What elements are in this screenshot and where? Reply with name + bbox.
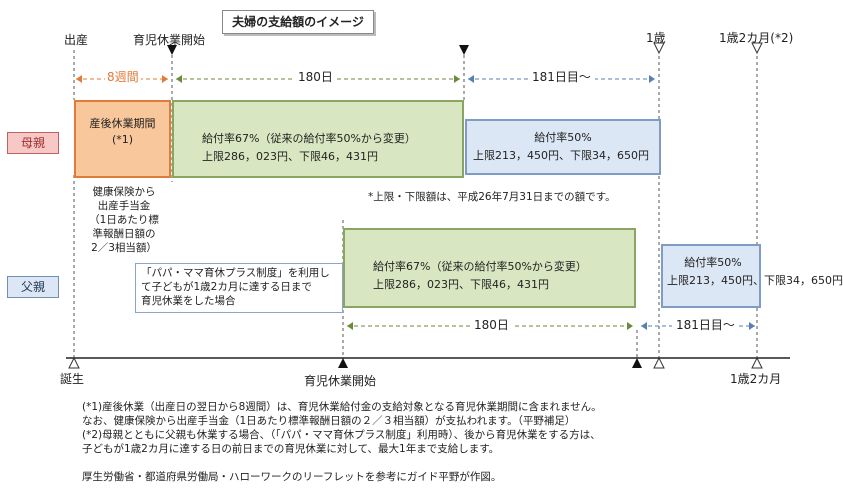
- papa-mama-line: 「パパ・ママ育休プラス制度」を利用し: [141, 267, 330, 279]
- span-8weeks: 8週間: [105, 70, 141, 84]
- marker-birth-bottom: 誕生: [60, 372, 85, 386]
- health-line: 2／3相当額）: [91, 242, 157, 254]
- mother-limits67: 上限286，023円、下限46，431円: [202, 150, 378, 163]
- footnote-line: (*2)母親とともに父親も休業する場合、（「パパ・ママ育休プラス制度」利用時）、…: [82, 429, 601, 441]
- footnotes: (*1)産後休業（出産日の翌日から8週間）は、育児休業給付金の支給対象となる育児…: [82, 400, 602, 456]
- age1-marker-bottom: [653, 356, 665, 369]
- marker-birth-top: 出産: [64, 33, 89, 47]
- health-line: 健康保険から: [92, 186, 156, 198]
- health-line: （1日あたり標: [89, 214, 159, 226]
- father-day180-marker: [632, 358, 642, 368]
- mother-limits50: 上限213，450円、下限34，650円: [473, 149, 649, 162]
- father-rate67-box: 給付率67%（従来の給付率50%から変更） 上限286，023円、下限46，43…: [343, 228, 636, 308]
- span-day181-father: 181日目～: [672, 318, 739, 332]
- marker-age1: 1歳: [646, 31, 666, 45]
- father-rate50-box: 給付率50% 上限213，450円、下限34，650円: [661, 244, 843, 308]
- source-note: 厚生労働省・都道府県労働局・ハローワークのリーフレットを参考にガイド平野が作図。: [82, 471, 502, 483]
- mother-rate67-box: 給付率67%（従来の給付率50%から変更） 上限286，023円、下限46，43…: [172, 100, 464, 178]
- health-insurance-note: 健康保険から 出産手当金 （1日あたり標 準報酬日額の 2／3相当額）: [76, 185, 172, 255]
- day180-marker-top: [459, 45, 469, 55]
- birth-marker-bottom: [68, 356, 80, 369]
- mother-rate50-label: 給付率50%: [534, 131, 592, 144]
- mother-rate67-label: 給付率67%（従来の給付率50%から変更）: [202, 132, 416, 145]
- footnote-line: (*1)産後休業（出産日の翌日から8週間）は、育児休業給付金の支給対象となる育児…: [82, 401, 602, 413]
- footnote-line: なお、健康保険から出産手当金（1日あたり標準報酬日額の２／３相当額）が支払われま…: [82, 415, 576, 427]
- span-180days-top: 180日: [294, 70, 337, 84]
- marker-age1-2m-top: 1歳2カ月(*2): [719, 31, 794, 45]
- postpartum-leave-note: (*1): [111, 133, 134, 146]
- limit-date-note: *上限・下限額は、平成26年7月31日までの額です。: [368, 191, 616, 203]
- father-leave-start-marker: [338, 358, 348, 368]
- father-rate67-label: 給付率67%（従来の給付率50%から変更）: [373, 260, 587, 273]
- marker-age1-2m-bottom: 1歳2カ月: [730, 372, 782, 386]
- marker-leave-start-bottom: 育児休業開始: [304, 374, 377, 388]
- span-day181-top: 181日目～: [528, 70, 595, 84]
- papa-mama-line: て子どもが1歳2カ月に達する日まで: [141, 281, 312, 293]
- papa-mama-plus-note: 「パパ・ママ育休プラス制度」を利用し て子どもが1歳2カ月に達する日まで 育児休…: [135, 263, 343, 313]
- father-limits67: 上限286，023円、下限46，431円: [373, 278, 549, 291]
- postpartum-leave-title: 産後休業期間: [89, 117, 156, 130]
- diagram-title: 夫婦の支給額のイメージ: [222, 10, 374, 34]
- papa-mama-line: 育児休業をした場合: [141, 295, 236, 307]
- age1-2m-marker-bottom: [751, 356, 763, 369]
- span-180days-father: 180日: [470, 318, 513, 332]
- marker-leave-start-top: 育児休業開始: [133, 33, 206, 47]
- row-label-father: 父親: [7, 276, 59, 298]
- postpartum-leave-box: 産後休業期間 (*1): [74, 100, 171, 178]
- mother-rate50-box: 給付率50% 上限213，450円、下限34，650円: [465, 119, 661, 175]
- health-line: 出産手当金: [97, 200, 151, 212]
- health-line: 準報酬日額の: [92, 228, 156, 240]
- age1-marker-top: [653, 42, 665, 55]
- footnote-line: 子どもが1歳2カ月に達する日の前日までの育児休業に対して、最大1年まで支給します…: [82, 443, 500, 455]
- row-label-mother: 母親: [7, 132, 59, 154]
- age1-2m-marker-top: [751, 42, 763, 55]
- father-rate50-label: 給付率50%: [684, 256, 742, 269]
- father-limits50: 上限213，450円、下限34，650円: [667, 274, 843, 287]
- leave-start-marker-top: [167, 45, 177, 55]
